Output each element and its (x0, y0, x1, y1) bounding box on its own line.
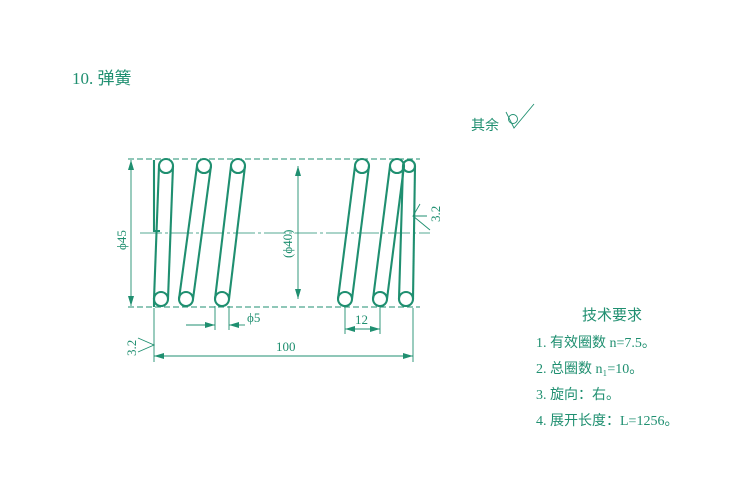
requirement-number: 4. (536, 414, 547, 429)
coil-section (397, 290, 415, 308)
roughness-other-symbol (505, 103, 535, 129)
requirement-number: 3. (536, 388, 547, 403)
coil-section (157, 157, 175, 175)
mean-diameter-dimension (295, 166, 301, 299)
roughness-symbol-left (137, 337, 156, 353)
coil-section (152, 290, 170, 308)
requirement-text: 总圈数 n₁=10。 (550, 362, 644, 377)
requirement-item: 4. 展开长度：L=1256。 (536, 410, 678, 430)
requirement-text: 旋向：右。 (550, 388, 620, 403)
length-label: 100 (276, 339, 296, 354)
coil-section (336, 290, 354, 308)
coil-section (229, 157, 247, 175)
requirement-item: 2. 总圈数 n₁=10。 (536, 358, 643, 378)
pitch-label: 12 (355, 312, 368, 327)
requirement-item: 1. 有效圈数 n=7.5。 (536, 332, 656, 352)
wire-diameter-dimension (186, 306, 245, 330)
top-coil-sections (157, 157, 417, 175)
pitch-dimension (344, 306, 381, 334)
coil-section (177, 290, 195, 308)
coil-section (213, 290, 231, 308)
outer-diameter-label: ϕ45 (114, 230, 129, 250)
roughness-left-label: 3.2 (124, 340, 139, 356)
roughness-right-label: 3.2 (428, 206, 443, 222)
roughness-other-label: 其余 (471, 119, 499, 134)
length-dimension (153, 308, 414, 362)
coil-section (195, 157, 213, 175)
requirement-number: 2. (536, 362, 547, 377)
outer-diameter-dimension (128, 160, 134, 306)
requirement-text: 有效圈数 n=7.5。 (550, 336, 656, 351)
roughness-symbol-right (412, 203, 431, 231)
coil-section (371, 290, 389, 308)
requirements-title: 技术要求 (582, 308, 643, 324)
wire-diameter-label: ϕ5 (247, 310, 260, 325)
requirement-text: 展开长度：L=1256。 (550, 414, 679, 429)
coil-wires (152, 165, 417, 300)
mean-diameter-label: (ϕ40) (280, 229, 295, 258)
requirement-number: 1. (536, 336, 547, 351)
coil-section (353, 157, 371, 175)
requirement-item: 3. 旋向：右。 (536, 384, 620, 404)
page-title: 10. 弹簧 (72, 69, 132, 88)
